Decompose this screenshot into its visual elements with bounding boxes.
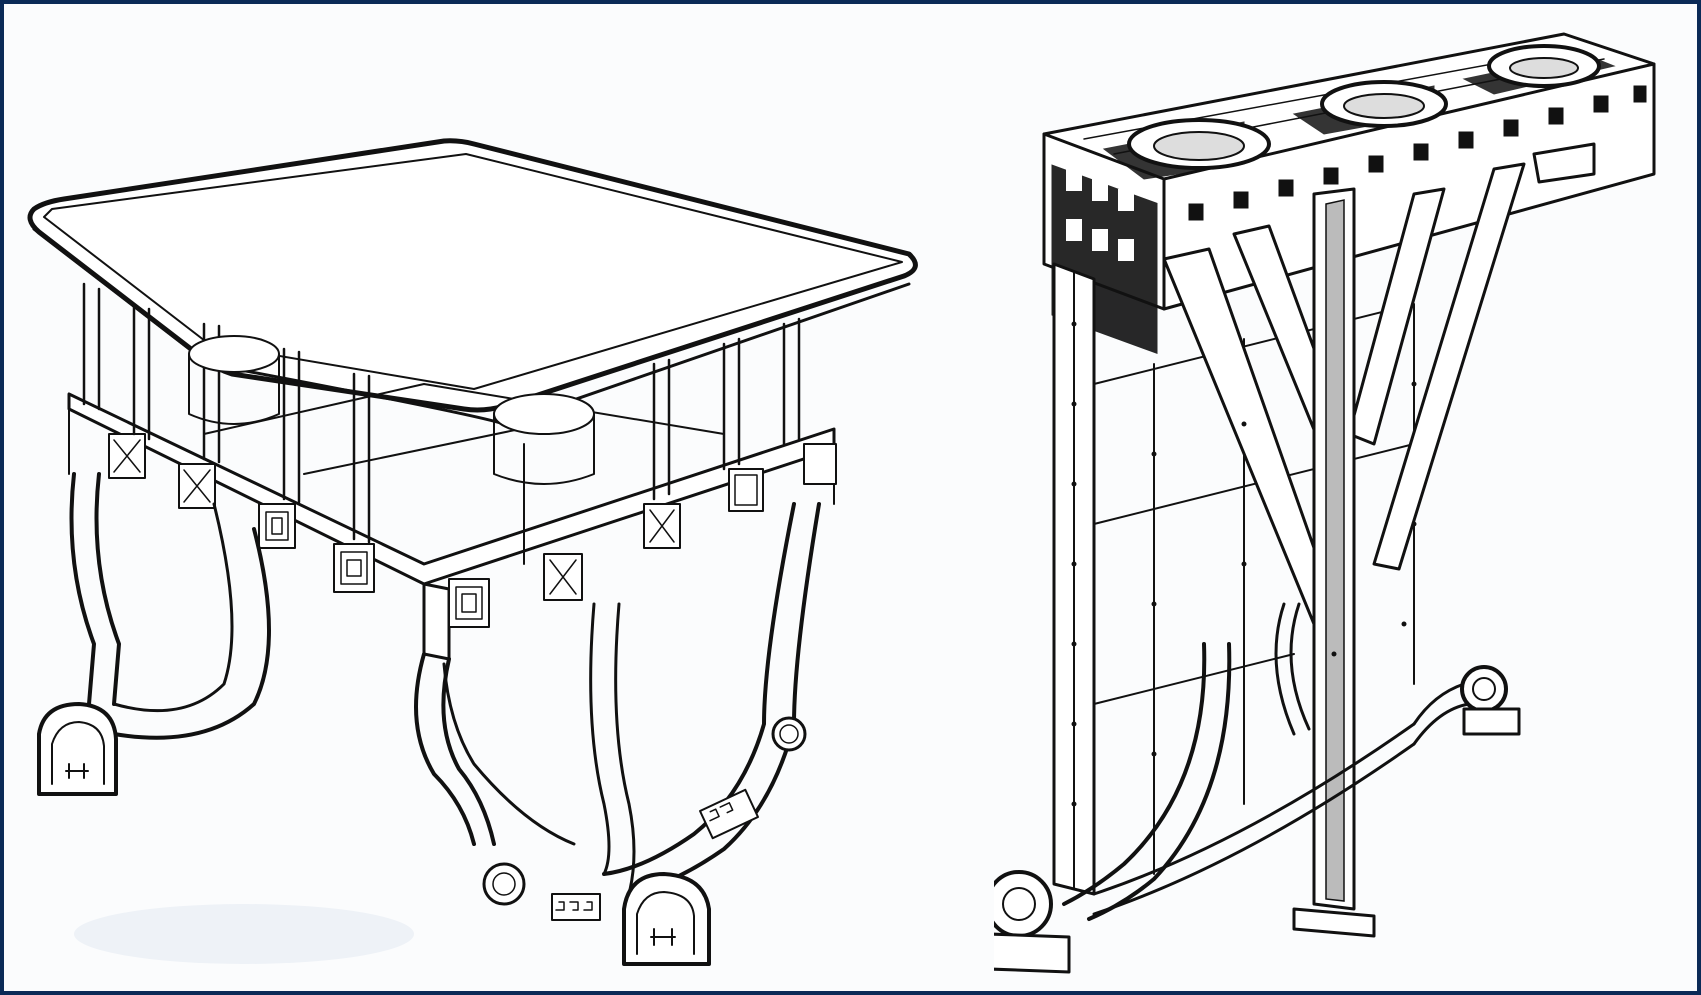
table-illustration-icon (27, 138, 918, 966)
stand-illustration-icon (994, 32, 1656, 974)
table-drawing (4, 4, 944, 995)
stand-drawing (994, 4, 1701, 995)
